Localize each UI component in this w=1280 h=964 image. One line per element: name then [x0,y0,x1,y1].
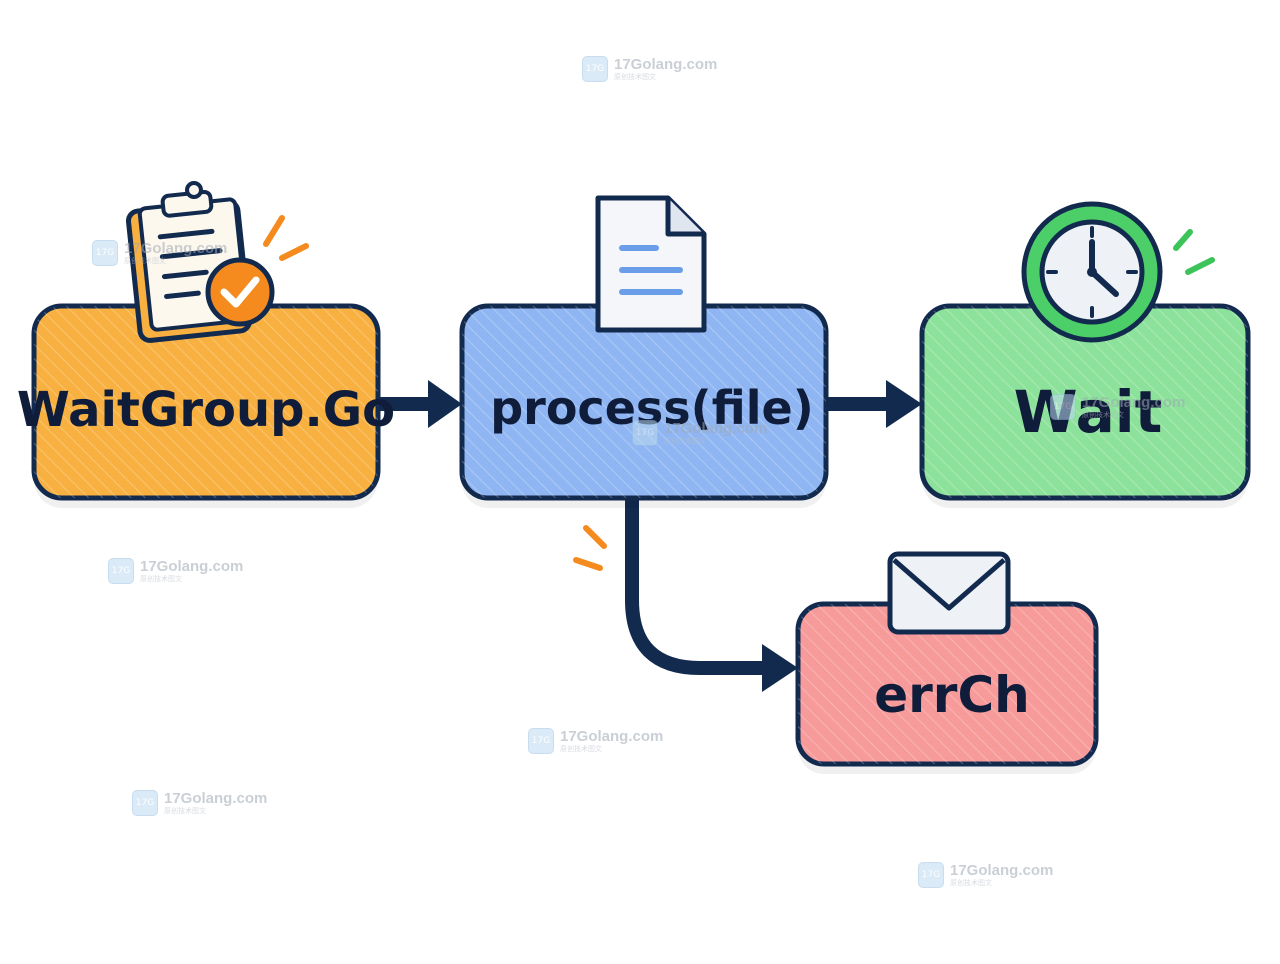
watermark-logo-icon: 17G [1050,394,1076,420]
watermark-subtitle: 原创技术图文 [140,575,182,583]
watermark-site: 17Golang.com [560,728,664,745]
watermark-left-middle: 17G 17Golang.com 原创技术图文 [108,558,243,584]
watermark-top: 17G 17Golang.com 原创技术图文 [582,56,717,82]
edge-process-to-errch [625,496,798,692]
node-process-file: process(file) [459,303,829,508]
node-label-errch: errCh [874,666,1030,724]
watermark-logo-icon: 17G [92,240,118,266]
watermark-bottom-right: 17G 17Golang.com 原创技术图文 [918,862,1053,888]
node-wait: Wait [919,303,1251,508]
watermark-logo-icon: 17G [582,56,608,82]
clipboard-check-icon [125,181,275,343]
watermark-subtitle: 原创技术图文 [950,879,992,887]
watermark-subtitle: 原创技术图文 [664,437,706,445]
watermark-site: 17Golang.com [614,56,718,73]
watermark-logo-icon: 17G [918,862,944,888]
watermark-site: 17Golang.com [950,862,1054,879]
watermark-site: 17Golang.com [124,240,228,257]
watermark-site: 17Golang.com [164,790,268,807]
sparkle-orange-branch-icon [573,525,607,571]
envelope-icon [887,551,1011,635]
watermark-subtitle: 原创技术图文 [614,73,656,81]
node-waitgroup-go: WaitGroup.Go [17,303,395,508]
clock-icon [1021,201,1163,343]
watermark-bottom-left: 17G 17Golang.com 原创技术图文 [132,790,267,816]
sparkle-green-icon [1173,229,1215,275]
edge-waitgroup-to-process [378,380,462,428]
watermark-logo-icon: 17G [528,728,554,754]
watermark-logo-icon: 17G [108,558,134,584]
document-icon [595,195,707,333]
watermark-subtitle: 原创技术图文 [124,257,166,265]
watermark-left-upper: 17G 17Golang.com 原创技术图文 [92,240,227,266]
watermark-subtitle: 原创技术图文 [1082,411,1124,419]
watermark-center: 17G 17Golang.com 原创技术图文 [632,420,767,446]
watermark-bottom-center: 17G 17Golang.com 原创技术图文 [528,728,663,754]
watermark-right: 17G 17Golang.com 原创技术图文 [1050,394,1185,420]
edge-process-to-wait [826,380,922,428]
watermark-subtitle: 原创技术图文 [560,745,602,753]
watermark-site: 17Golang.com [1082,394,1186,411]
watermark-logo-icon: 17G [632,420,658,446]
watermark-site: 17Golang.com [140,558,244,575]
watermark-site: 17Golang.com [664,420,768,437]
node-errch: errCh [795,601,1099,774]
watermark-logo-icon: 17G [132,790,158,816]
sparkle-orange-icon [263,215,309,261]
node-label-waitgroup-go: WaitGroup.Go [17,382,395,438]
node-label-wait: Wait [1014,378,1163,446]
watermark-subtitle: 原创技术图文 [164,807,206,815]
